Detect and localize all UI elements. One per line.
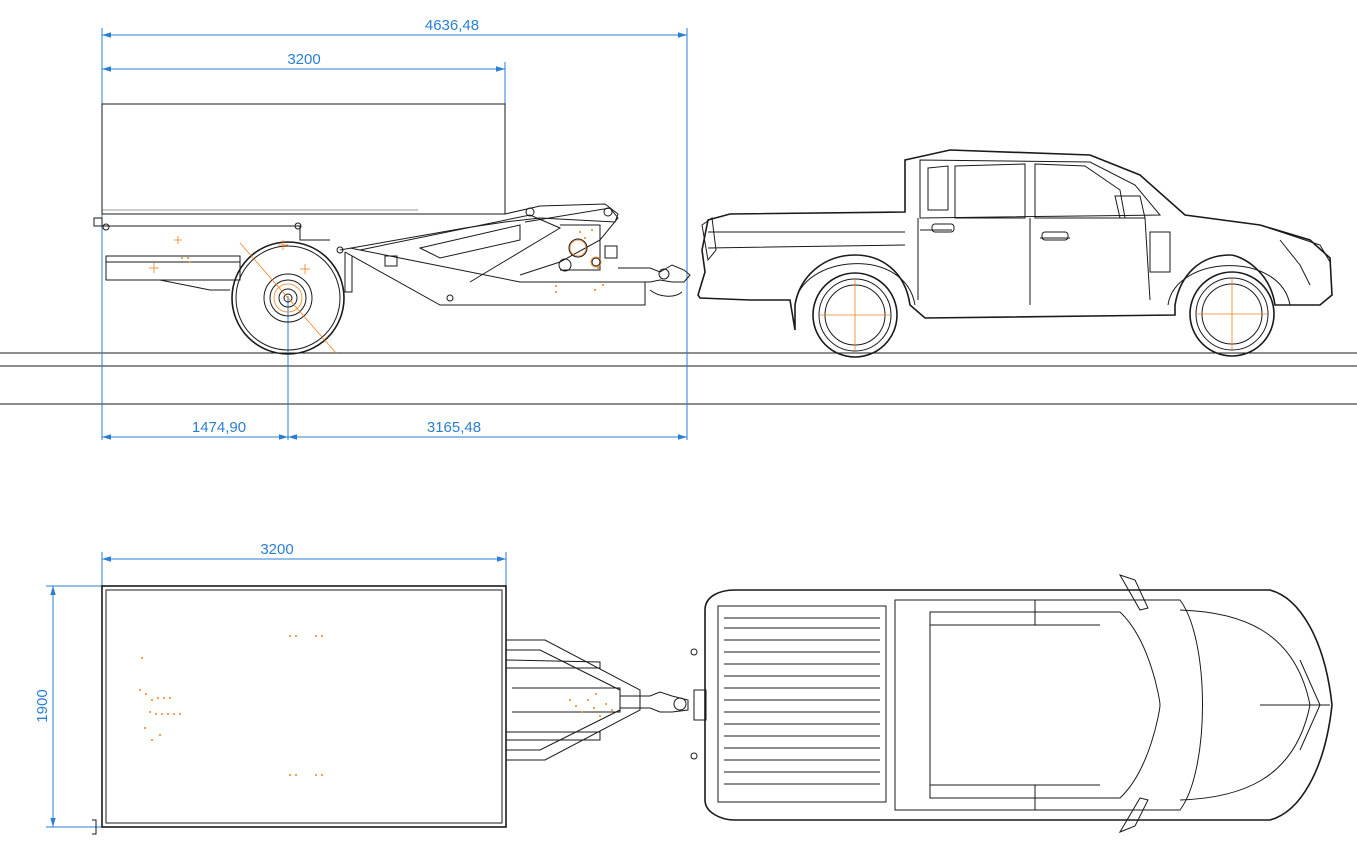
dimension-overall-length: 4636,48	[101, 17, 688, 440]
dimension-box-length: 3200	[102, 51, 506, 104]
dimension-top-length: 3200	[101, 541, 507, 586]
dimension-top-width: 1900	[34, 585, 102, 828]
truck-top	[690, 574, 1333, 834]
dimension-label: 4636,48	[425, 17, 479, 34]
ground-lines	[0, 352, 1357, 405]
dimension-label: 1900	[34, 689, 51, 722]
dimension-label: 3200	[260, 541, 293, 558]
dimension-label: 3165,48	[427, 419, 481, 436]
side-view: 4636,48 3200 1474,90 3165,48	[0, 17, 1357, 440]
trailer-top	[92, 585, 689, 835]
trailer-side	[93, 103, 691, 355]
dimension-bottom: 1474,90 3165,48	[102, 296, 687, 440]
dimension-label: 1474,90	[192, 419, 246, 436]
dimension-label: 3200	[287, 51, 320, 68]
top-view: 3200 1900	[34, 541, 1333, 835]
truck-side	[697, 149, 1333, 358]
